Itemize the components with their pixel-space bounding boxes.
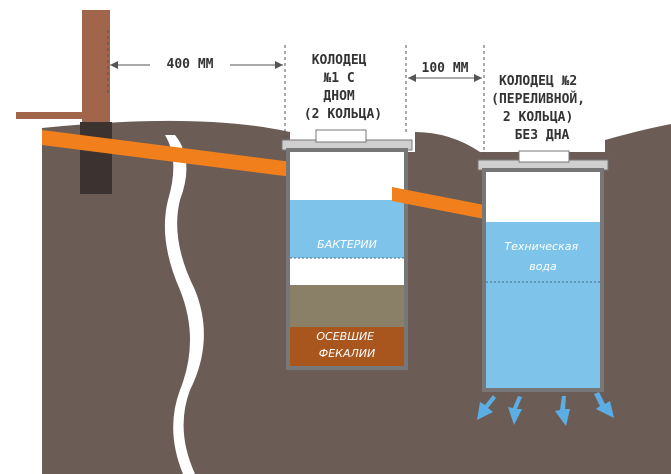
- well1-title: КОЛОДЕЦ №1 С ДНОМ (2 КОЛЬЦА): [304, 53, 382, 122]
- outflow-arrows: [477, 392, 614, 426]
- well1-title-line1: КОЛОДЕЦ: [312, 53, 367, 68]
- dimension-line-100: [405, 45, 485, 155]
- well1-title-line4: (2 КОЛЬЦА): [304, 107, 382, 122]
- dim-400-arrow-left: [110, 61, 118, 69]
- toilet-post-base: [80, 122, 112, 194]
- inlet-pipe: [42, 130, 300, 178]
- well2-title: КОЛОДЕЦ №2 (ПЕРЕЛИВНОЙ, 2 КОЛЬЦА) БЕЗ ДН…: [491, 74, 593, 143]
- well1-cover: [315, 129, 367, 143]
- outflow-arrow-4: [594, 392, 614, 418]
- well1-title-line2: №1 С: [323, 71, 354, 86]
- well1-sludge-layer: [290, 285, 404, 327]
- overflow-pipe: [392, 187, 500, 222]
- well1-bacteria-label: БАКТЕРИИ: [317, 238, 377, 251]
- well2-title-line1: КОЛОДЕЦ №2: [499, 74, 577, 89]
- well2-title-line2: (ПЕРЕЛИВНОЙ,: [491, 91, 585, 107]
- dimension-100-label: 100 ММ: [422, 61, 469, 76]
- well2-water: [486, 222, 600, 388]
- well2-cover: [518, 150, 570, 163]
- outflow-arrow-2: [508, 396, 522, 425]
- well1-sediment-label: ОСЕВШИЕ ФЕКАЛИИ: [316, 330, 377, 360]
- well2-title-line3: 2 КОЛЬЦА): [503, 110, 573, 125]
- floor-beam: [16, 112, 82, 119]
- well1-title-line3: ДНОМ: [323, 89, 354, 104]
- ground-break: [164, 135, 204, 474]
- dimension-400-label: 400 ММ: [167, 57, 214, 72]
- dim-100-arrow-left: [408, 74, 416, 82]
- well2-water-line1: Техническая: [504, 240, 578, 253]
- well2-water-label: Техническая вода: [504, 240, 581, 273]
- dim-100-arrow-right: [474, 74, 482, 82]
- dim-400-arrow-right: [275, 61, 283, 69]
- outflow-arrow-3: [555, 396, 570, 426]
- well1-sediment-layer: [290, 327, 404, 366]
- outflow-arrow-1: [477, 395, 496, 420]
- well1-sediment-line1: ОСЕВШИЕ: [316, 330, 374, 343]
- dim-400-label-bg: [150, 54, 230, 72]
- well1-water-layer: [290, 200, 404, 258]
- well2-title-line4: БЕЗ ДНА: [515, 128, 570, 143]
- toilet-post: [82, 10, 110, 125]
- well2-water-line2: вода: [529, 260, 557, 273]
- well1-sediment-line2: ФЕКАЛИИ: [319, 347, 375, 360]
